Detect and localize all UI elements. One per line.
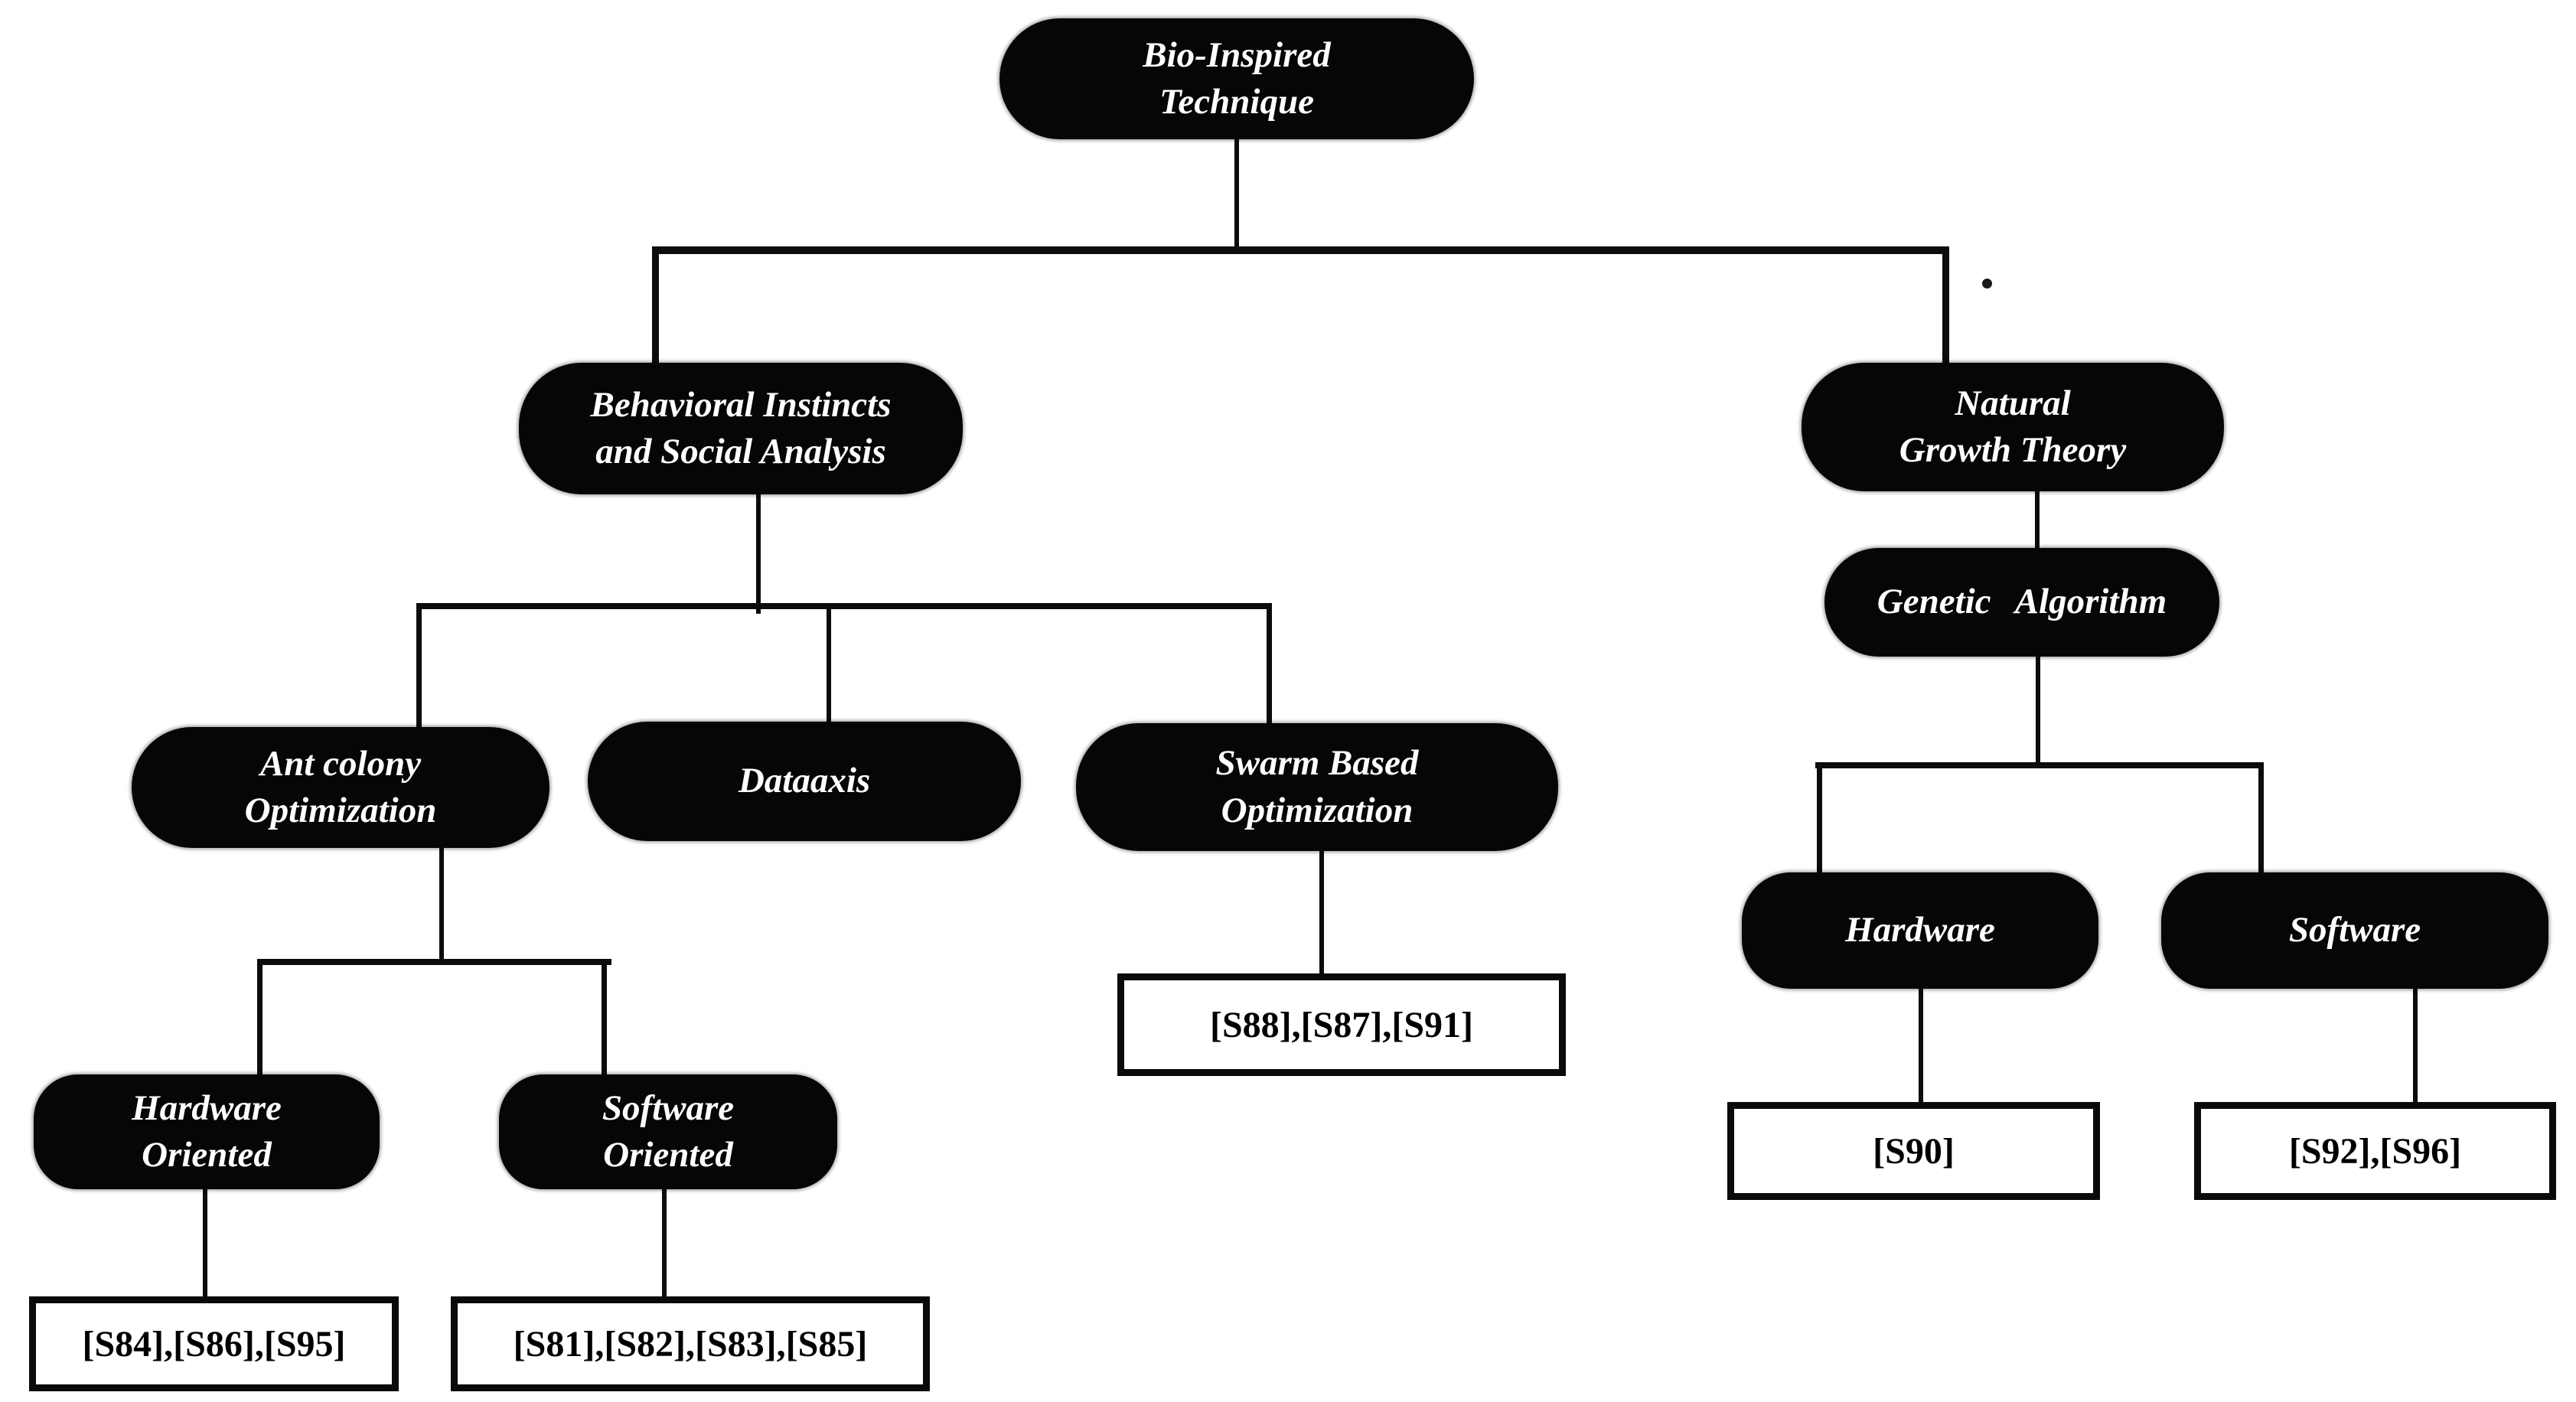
connector-behavioral-drop	[652, 246, 659, 367]
connector-ant-down	[439, 845, 444, 964]
connector-behavioral-down	[756, 491, 761, 614]
connector-hardware-ga-drop	[1817, 762, 1822, 875]
node-swarm-based-optimization: Swarm Based Optimization	[1076, 723, 1558, 851]
connector-ant-drop	[416, 603, 422, 732]
connector-genetic-children-bus	[1815, 762, 2264, 768]
node-software-oriented: Software Oriented	[499, 1074, 837, 1189]
connector-software-ga-refs	[2413, 986, 2418, 1105]
connector-swarm-refs	[1319, 848, 1324, 978]
refbox-software-genetic: [S92],[S96]	[2194, 1102, 2556, 1200]
node-hardware-genetic: Hardware	[1742, 872, 2098, 989]
node-dataaxis: Dataaxis	[588, 722, 1021, 841]
refbox-hardware-genetic: [S90]	[1727, 1102, 2100, 1200]
node-bio-inspired-technique: Bio-Inspired Technique	[999, 18, 1474, 139]
connector-level1-bus	[652, 246, 1949, 254]
connector-natural-down	[2035, 487, 2040, 553]
connector-software-oriented-refs	[662, 1188, 667, 1299]
connector-dataaxis-drop	[827, 603, 831, 725]
node-ant-colony-optimization: Ant colony Optimization	[132, 727, 549, 848]
node-hardware-oriented: Hardware Oriented	[34, 1074, 380, 1189]
refbox-swarm-based-optimization: [S88],[S87],[S91]	[1117, 973, 1566, 1076]
refbox-software-oriented: [S81],[S82],[S83],[S85]	[451, 1296, 930, 1391]
node-software-genetic: Software	[2161, 872, 2548, 989]
node-genetic-algorithm: Genetic Algorithm	[1824, 548, 2219, 657]
connector-software-oriented-drop	[602, 959, 607, 1079]
connector-genetic-down	[2036, 652, 2040, 767]
node-natural-growth-theory: Natural Growth Theory	[1802, 363, 2224, 491]
connector-hardware-ga-refs	[1919, 986, 1923, 1105]
refbox-hardware-oriented: [S84],[S86],[S95]	[29, 1296, 399, 1391]
stray-dot	[1982, 279, 1992, 289]
connector-hardware-oriented-drop	[257, 959, 262, 1079]
connector-natural-drop	[1942, 246, 1949, 367]
connector-root-down	[1234, 135, 1239, 251]
connector-swarm-drop	[1267, 603, 1272, 728]
connector-ant-children-bus	[257, 959, 611, 965]
connector-software-ga-drop	[2258, 762, 2264, 875]
connector-behavioral-children-bus	[416, 603, 1272, 609]
node-behavioral-instincts-and-social-analysis: Behavioral Instincts and Social Analysis	[519, 363, 963, 494]
connector-hardware-oriented-refs	[203, 1188, 207, 1299]
